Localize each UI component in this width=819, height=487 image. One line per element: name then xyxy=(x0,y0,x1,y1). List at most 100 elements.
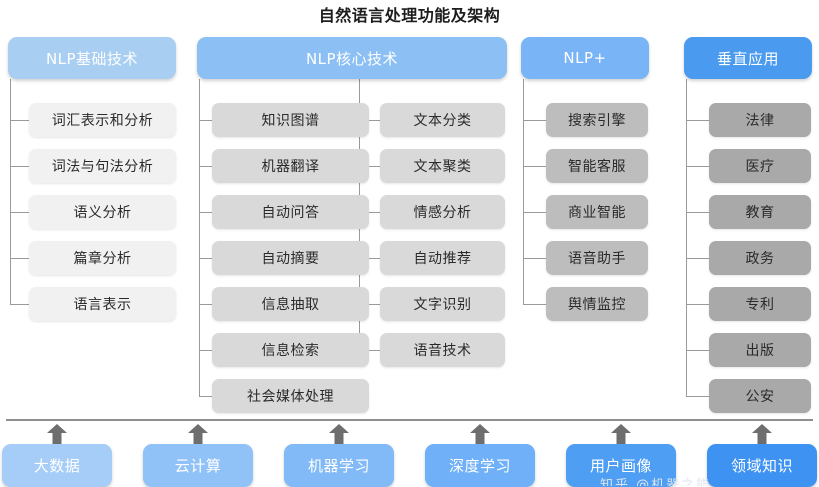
node-box[interactable]: 智能客服 xyxy=(546,149,648,183)
node-box[interactable]: 社会媒体处理 xyxy=(212,379,369,413)
node-label: 搜索引擎 xyxy=(568,113,626,129)
node-label: 信息检索 xyxy=(261,343,320,359)
node-box[interactable]: 文本分类 xyxy=(380,103,505,137)
connector-stub xyxy=(359,120,380,121)
node-box[interactable]: 自动摘要 xyxy=(212,241,369,275)
node-label: 专利 xyxy=(745,297,775,313)
connector-stub xyxy=(199,396,212,397)
category-header-label: 垂直应用 xyxy=(716,49,779,68)
connector-stub xyxy=(686,350,709,351)
connector-stub xyxy=(199,304,212,305)
node-box[interactable]: 搜索引擎 xyxy=(546,103,648,137)
connector-stub xyxy=(10,258,29,259)
node-box[interactable]: 文字识别 xyxy=(380,287,505,321)
connector-stub xyxy=(359,166,380,167)
node-label: 语义分析 xyxy=(73,205,132,221)
node-label: 法律 xyxy=(745,113,775,129)
connector-stub xyxy=(199,120,212,121)
node-label: 文本聚类 xyxy=(413,159,472,175)
up-arrow-icon xyxy=(188,424,208,446)
node-box[interactable]: 语言表示 xyxy=(29,287,176,321)
node-box[interactable]: 词汇表示和分析 xyxy=(29,103,176,137)
connector-stub xyxy=(10,166,29,167)
foundation-divider xyxy=(6,419,813,421)
node-box[interactable]: 词法与句法分析 xyxy=(29,149,176,183)
node-box[interactable]: 商业智能 xyxy=(546,195,648,229)
node-label: 词汇表示和分析 xyxy=(51,113,154,129)
node-box[interactable]: 自动问答 xyxy=(212,195,369,229)
node-box[interactable]: 语音助手 xyxy=(546,241,648,275)
category-header-core[interactable]: NLP核心技术 xyxy=(197,37,507,79)
connector-stub xyxy=(686,396,709,397)
page-title: 自然语言处理功能及架构 xyxy=(318,6,501,25)
node-box[interactable]: 文本聚类 xyxy=(380,149,505,183)
connector-stub xyxy=(523,120,546,121)
connector-stub xyxy=(359,304,380,305)
up-arrow-icon xyxy=(470,424,490,446)
node-label: 机器翻译 xyxy=(261,159,320,175)
node-label: 智能客服 xyxy=(568,159,626,175)
node-box[interactable]: 篇章分析 xyxy=(29,241,176,275)
node-box[interactable]: 语义分析 xyxy=(29,195,176,229)
foundation-pill[interactable]: 深度学习 xyxy=(425,444,535,487)
node-label: 语音助手 xyxy=(568,251,626,267)
category-header-basic[interactable]: NLP基础技术 xyxy=(8,37,176,79)
node-label: 知识图谱 xyxy=(261,113,320,129)
connector-stub xyxy=(199,350,212,351)
node-label: 情感分析 xyxy=(413,205,472,221)
node-box[interactable]: 信息检索 xyxy=(212,333,369,367)
node-box[interactable]: 机器翻译 xyxy=(212,149,369,183)
node-label: 文本分类 xyxy=(413,113,472,129)
node-label: 语言表示 xyxy=(73,297,132,313)
node-label: 词法与句法分析 xyxy=(51,159,154,175)
node-label: 自动问答 xyxy=(261,205,320,221)
node-box[interactable]: 专利 xyxy=(709,287,811,321)
node-box[interactable]: 医疗 xyxy=(709,149,811,183)
connector-stub xyxy=(359,212,380,213)
node-label: 商业智能 xyxy=(568,205,626,221)
up-arrow-icon xyxy=(47,424,67,446)
category-header-vertical[interactable]: 垂直应用 xyxy=(684,37,812,79)
category-header-plus[interactable]: NLP+ xyxy=(521,37,649,79)
foundation-pill[interactable]: 用户画像 xyxy=(566,444,676,487)
connector-stub xyxy=(359,350,380,351)
node-box[interactable]: 出版 xyxy=(709,333,811,367)
connector-stub xyxy=(10,304,29,305)
node-label: 教育 xyxy=(745,205,775,221)
connector-trunk xyxy=(686,79,687,396)
foundation-pill[interactable]: 领域知识 xyxy=(707,444,817,487)
node-box[interactable]: 情感分析 xyxy=(380,195,505,229)
node-box[interactable]: 舆情监控 xyxy=(546,287,648,321)
node-box[interactable]: 知识图谱 xyxy=(212,103,369,137)
node-box[interactable]: 法律 xyxy=(709,103,811,137)
connector-stub xyxy=(523,304,546,305)
foundation-pill[interactable]: 大数据 xyxy=(2,444,112,487)
connector-stub xyxy=(199,212,212,213)
node-label: 医疗 xyxy=(745,159,775,175)
node-box[interactable]: 政务 xyxy=(709,241,811,275)
node-label: 舆情监控 xyxy=(568,297,626,313)
connector-stub xyxy=(523,258,546,259)
node-label: 自动推荐 xyxy=(413,251,472,267)
node-box[interactable]: 教育 xyxy=(709,195,811,229)
node-box[interactable]: 自动推荐 xyxy=(380,241,505,275)
foundation-pill[interactable]: 云计算 xyxy=(143,444,253,487)
connector-stub xyxy=(523,212,546,213)
connector-stub xyxy=(686,212,709,213)
connector-stub xyxy=(686,258,709,259)
connector-stub xyxy=(523,166,546,167)
connector-stub xyxy=(359,258,380,259)
foundation-pill-label: 用户画像 xyxy=(589,457,652,475)
node-label: 自动摘要 xyxy=(261,251,320,267)
node-label: 语音技术 xyxy=(413,343,472,359)
node-box[interactable]: 信息抽取 xyxy=(212,287,369,321)
node-box[interactable]: 公安 xyxy=(709,379,811,413)
node-box[interactable]: 语音技术 xyxy=(380,333,505,367)
up-arrow-icon xyxy=(329,424,349,446)
foundation-pill[interactable]: 机器学习 xyxy=(284,444,394,487)
node-label: 文字识别 xyxy=(413,297,472,313)
category-header-label: NLP核心技术 xyxy=(305,49,399,68)
connector-stub xyxy=(686,120,709,121)
foundation-pill-label: 深度学习 xyxy=(448,457,511,475)
